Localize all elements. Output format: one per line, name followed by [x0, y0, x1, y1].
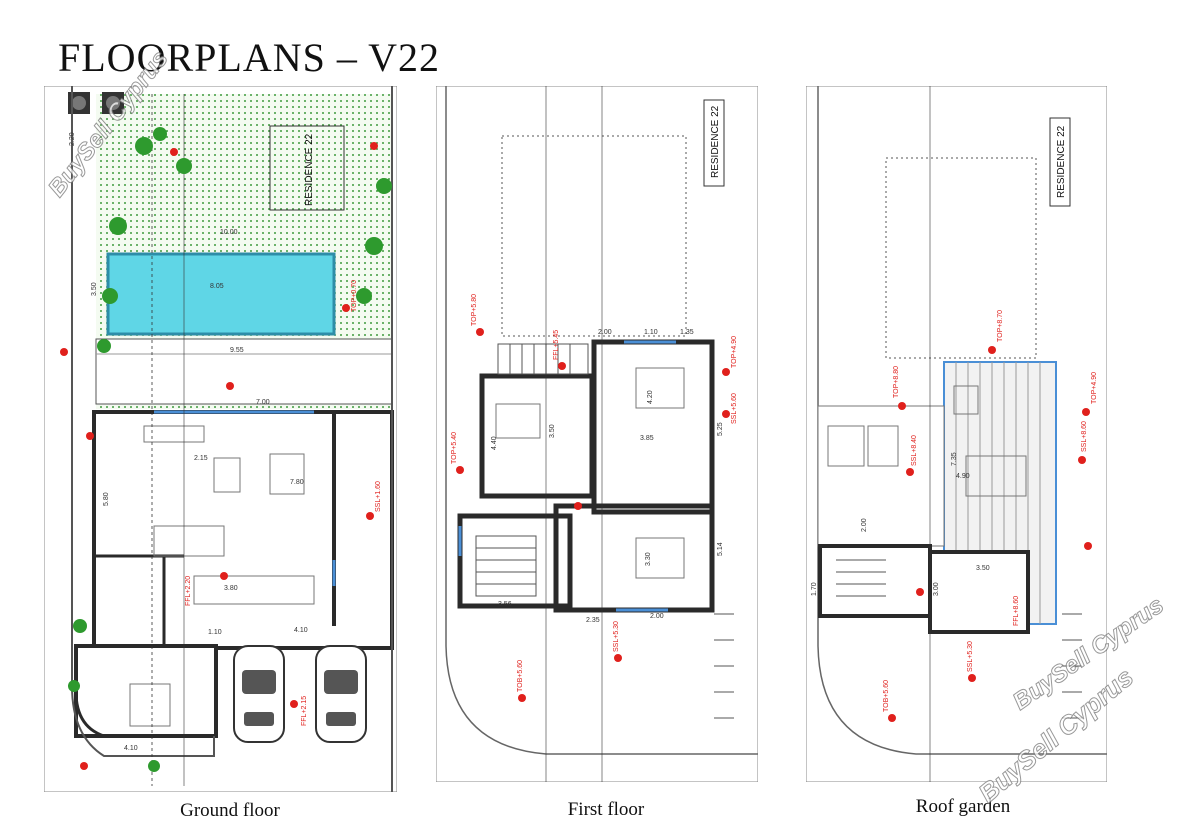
level-label: SSL+5.30 [967, 641, 974, 672]
dimension-label: 3.50 [976, 565, 990, 572]
stairs [475, 343, 589, 597]
dimension-label: 3.56 [498, 601, 512, 608]
level-label: SSL+5.60 [731, 393, 738, 424]
level-label: FFL+8.60 [1013, 596, 1020, 626]
level-markers [456, 328, 730, 702]
dimension-label: 5.80 [103, 492, 110, 506]
residence-label: RESIDENCE 22 [1056, 125, 1067, 198]
car-icon [315, 645, 367, 743]
dimension-label: 2.20 [69, 132, 76, 146]
dimension-label: 7.80 [290, 479, 304, 486]
level-label: TOP+8.70 [997, 310, 1004, 342]
roof-garden-plan: RESIDENCE 22 TOP+8.70 [805, 85, 1108, 783]
stair-block [818, 544, 932, 618]
level-label: TOP+4.90 [1091, 372, 1098, 404]
page-title: FLOORPLANS – V22 [58, 35, 440, 80]
level-markers [888, 346, 1092, 722]
dimension-label: 2.00 [598, 329, 612, 336]
residence-label: RESIDENCE 22 [304, 133, 315, 206]
dimension-label: 3.50 [91, 282, 98, 296]
dimension-label: 4.20 [647, 390, 654, 404]
dimension-label: 3.80 [224, 585, 238, 592]
level-label: TOB+5.60 [517, 660, 524, 692]
dimension-label: 7.35 [951, 452, 958, 466]
residence-label: RESIDENCE 22 [710, 105, 721, 178]
furniture [827, 385, 1027, 497]
dimension-label: 5.25 [717, 422, 724, 436]
level-label: TOP+4.90 [731, 336, 738, 368]
level-label: FFL+5.45 [553, 330, 560, 360]
pool [106, 252, 336, 336]
dimension-label: 2.00 [650, 613, 664, 620]
first-floor-plan: RESIDENCE 22 [435, 85, 759, 783]
level-label: FFL+2.15 [301, 696, 308, 726]
level-label: SSL+8.40 [911, 435, 918, 466]
dimension-label: 1.10 [208, 629, 222, 636]
dimension-label: 3.00 [933, 582, 940, 596]
dimension-label: 2.15 [194, 455, 208, 462]
level-label: FFL+2.20 [185, 576, 192, 606]
dimension-label: 4.10 [294, 627, 308, 634]
plants-decoration [68, 127, 392, 772]
dimension-label: 1.10 [644, 329, 658, 336]
dimension-label: 3.85 [640, 435, 654, 442]
level-label: TOP+5.40 [451, 432, 458, 464]
dimension-label: 2.00 [861, 518, 868, 532]
ground-floor-caption: Ground floor [180, 800, 280, 821]
bed [495, 367, 685, 579]
dimension-label: 8.05 [210, 283, 224, 290]
dimension-label: 7.00 [256, 399, 270, 406]
dimension-label: 10.00 [220, 229, 238, 236]
dimension-label: 2.35 [586, 617, 600, 624]
dimension-label: 3.30 [645, 552, 652, 566]
first-floor-caption: First floor [567, 799, 645, 820]
level-label: SSL+5.30 [613, 621, 620, 652]
dimension-label: 3.50 [549, 424, 556, 438]
level-label: TOP+8.80 [893, 366, 900, 398]
level-label: TOP+0.70 [351, 280, 358, 312]
car-icon [233, 645, 285, 743]
parking-marks [714, 613, 734, 719]
dimension-label: 4.10 [124, 745, 138, 752]
dimension-label: 1.70 [811, 582, 818, 596]
level-label: TOB+5.60 [883, 680, 890, 712]
dimension-label: 5.14 [717, 542, 724, 556]
level-label: TOP+5.80 [471, 294, 478, 326]
dimension-label: 1.35 [680, 329, 694, 336]
dimension-label: 4.40 [491, 436, 498, 450]
dimension-label: 4.90 [956, 473, 970, 480]
level-label: SSL+8.60 [1081, 421, 1088, 452]
dimension-label: 9.55 [230, 347, 244, 354]
level-label: SSL+1.60 [375, 481, 382, 512]
roof-garden-caption: Roof garden [915, 796, 1011, 817]
level-markers [60, 142, 378, 770]
ground-floor-plan: 2.20 10.00 8.05 3.50 9.55 7.00 2.15 7.80… [43, 85, 398, 793]
